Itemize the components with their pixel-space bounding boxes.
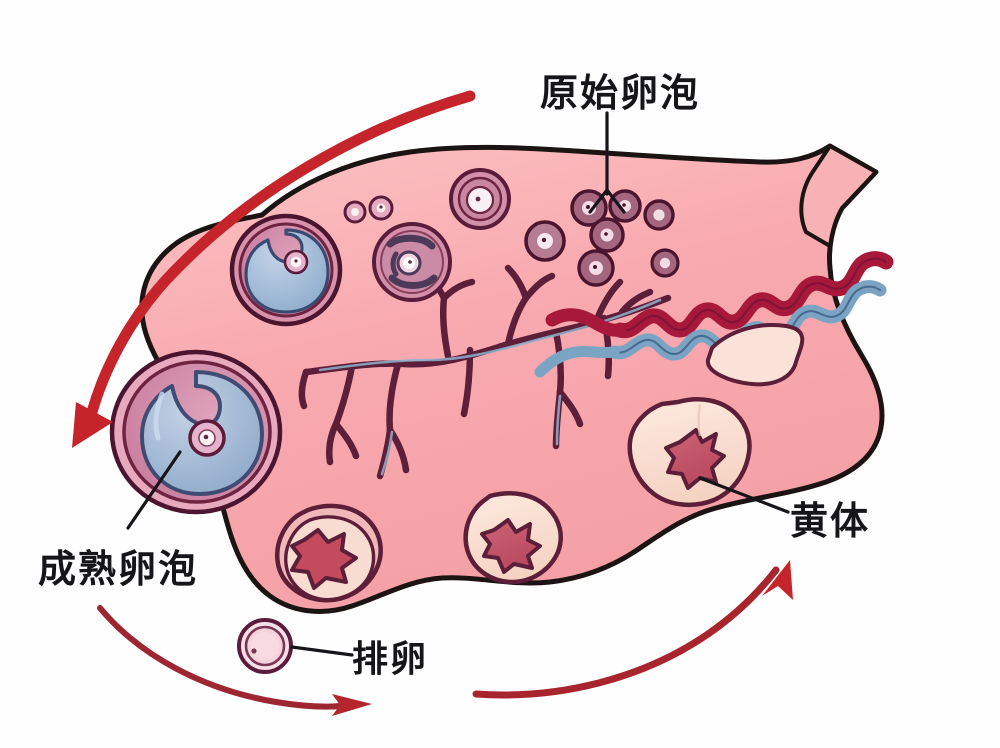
released-ovum: [237, 618, 293, 674]
leader-line-mature: [126, 450, 182, 530]
label-primordial-follicle: 原始卵泡: [540, 71, 701, 115]
label-mature-follicle: 成熟卵泡: [38, 547, 199, 591]
cycle-arrow-bottom: [97, 605, 372, 716]
leader-arrowhead-primordial: [588, 187, 626, 214]
ovarian-artery: [545, 251, 894, 339]
primordial-follicle: [577, 249, 615, 287]
primordial-follicle: [368, 195, 394, 221]
label-corpus-luteum: 黄体: [790, 499, 871, 543]
corpus-albicans: [706, 323, 805, 387]
leader-line-ovulation: [290, 645, 354, 657]
leader-line-corpus: [698, 476, 790, 514]
primordial-follicle: [643, 199, 675, 231]
mature-follicle-small: [229, 213, 343, 327]
cycle-arrow-left: [72, 90, 476, 448]
primordial-follicle: [570, 189, 608, 227]
primordial-follicle-cluster: [343, 189, 680, 287]
primordial-follicle: [524, 220, 566, 262]
corpus-luteum: [463, 491, 563, 585]
primordial-follicle: [589, 217, 625, 253]
leader-lines: [126, 111, 790, 657]
secondary-follicle: [372, 222, 452, 302]
mature-follicle-large: [109, 349, 283, 515]
primordial-follicle: [343, 200, 367, 224]
corpus-luteum: [274, 503, 383, 603]
label-ovulation: 排卵: [352, 639, 429, 680]
primordial-follicle: [650, 248, 680, 278]
corpus-luteum: [627, 397, 752, 507]
primary-follicle: [449, 168, 511, 230]
primordial-follicle: [608, 189, 642, 223]
cycle-arrow-right: [472, 560, 793, 699]
